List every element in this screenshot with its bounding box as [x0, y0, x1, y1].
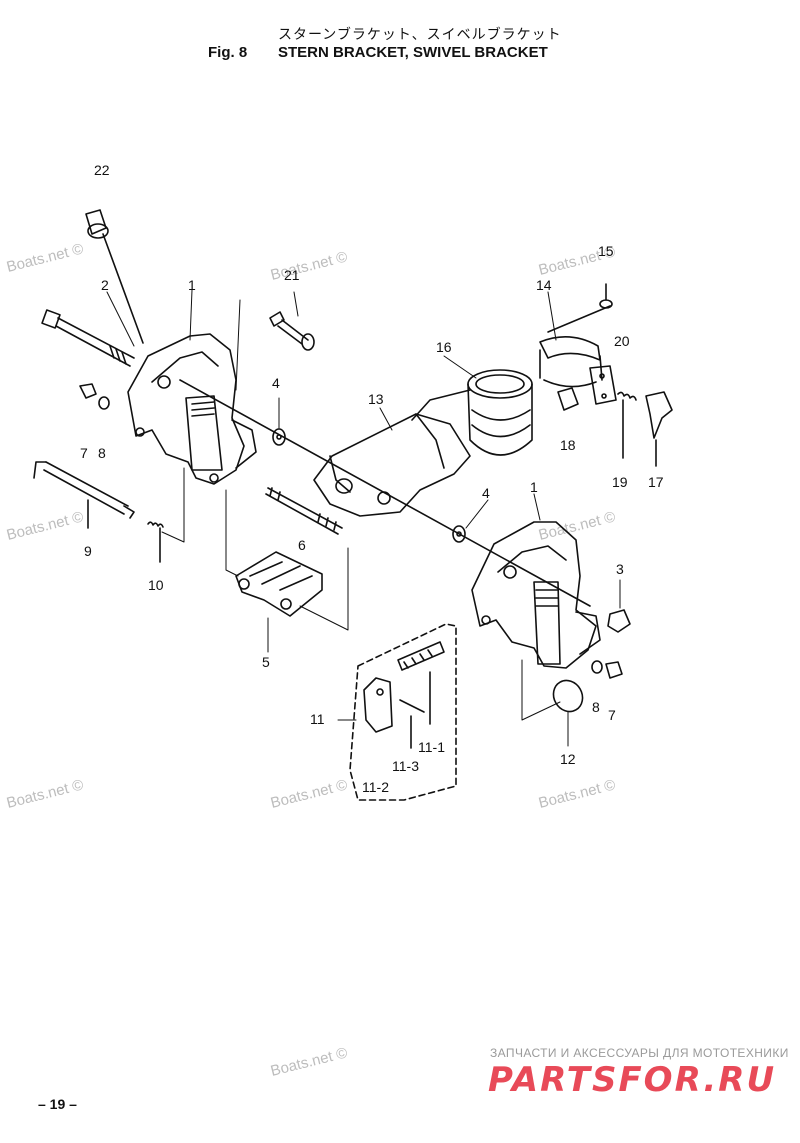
callout-17: 17 — [648, 474, 664, 490]
callout-20: 20 — [614, 333, 630, 349]
part-20-friction-block — [589, 365, 617, 405]
part-18-friction-piece — [557, 387, 579, 411]
figure-number: Fig. 8 — [208, 44, 248, 61]
part-9-tilt-pin — [33, 461, 135, 529]
part-1-stern-bracket-right — [471, 521, 601, 669]
leader-lines — [106, 289, 621, 747]
part-3-nut — [607, 609, 631, 633]
watermark: Boats.net © — [5, 508, 85, 544]
part-15-screw — [547, 283, 613, 333]
page-number: – 19 – — [38, 1096, 77, 1112]
part-2-bolt — [41, 309, 135, 367]
callout-5: 5 — [262, 654, 270, 670]
watermark: Boats.net © — [269, 776, 349, 812]
callout-1: 1 — [188, 277, 196, 293]
part-5-tilt-plate — [235, 551, 323, 617]
callout-18: 18 — [560, 437, 576, 453]
part-6-through-bolt — [265, 487, 343, 535]
figure-title-japanese: スターンブラケット、スイベルブラケット — [278, 27, 562, 43]
watermark-group: Boats.net © Boats.net © Boats.net © Boat… — [5, 240, 617, 1080]
callout-4-lower: 4 — [482, 485, 490, 501]
callout-7: 7 — [80, 445, 88, 461]
part-11-tilt-lock-assembly — [349, 623, 457, 801]
callout-10: 10 — [148, 577, 164, 593]
figure-title-english: STERN BRACKET, SWIVEL BRACKET — [278, 44, 548, 61]
part-8-7-washer-nut-right — [591, 660, 623, 679]
callout-16: 16 — [436, 339, 452, 355]
watermark: Boats.net © — [269, 248, 349, 284]
part-shaft-axis — [179, 379, 591, 607]
watermark: Boats.net © — [269, 1044, 349, 1080]
callout-4: 4 — [272, 375, 280, 391]
part-7-8-nut-washer-left — [79, 383, 110, 410]
callout-19: 19 — [612, 474, 628, 490]
callout-13: 13 — [368, 391, 384, 407]
part-19-spring — [617, 391, 637, 459]
alignment-lines — [161, 299, 561, 721]
callout-3: 3 — [616, 561, 624, 577]
watermark: Boats.net © — [5, 776, 85, 812]
callout-labels: 22 2 1 21 15 14 16 20 4 7 8 13 18 19 17 … — [80, 162, 664, 795]
callout-11-2: 11-2 — [362, 779, 389, 795]
callout-8: 8 — [98, 445, 106, 461]
part-22-grease-nipple — [85, 209, 144, 344]
callout-21: 21 — [284, 267, 300, 283]
callout-22: 22 — [94, 162, 110, 178]
callout-1-right: 1 — [530, 479, 538, 495]
watermark: Boats.net © — [537, 776, 617, 812]
callout-9: 9 — [84, 543, 92, 559]
callout-15: 15 — [598, 243, 614, 259]
callout-11: 11 — [310, 711, 325, 727]
callout-6: 6 — [298, 537, 306, 553]
promo-tagline: ЗАПЧАСТИ И АКСЕССУАРЫ ДЛЯ МОТОТЕХНИКИ — [490, 1046, 789, 1060]
part-4-washer-lower — [452, 525, 466, 543]
callout-11-3: 11-3 — [392, 758, 419, 774]
callout-14: 14 — [536, 277, 552, 293]
part-17-knob — [645, 391, 673, 467]
promo-logo: PARTSFOR.RU — [488, 1060, 777, 1100]
callout-11-1: 11-1 — [418, 739, 445, 755]
callout-12: 12 — [560, 751, 576, 767]
part-1-stern-bracket-left — [127, 333, 257, 485]
watermark: Boats.net © — [5, 240, 85, 276]
callout-7-right: 7 — [608, 707, 616, 723]
part-21-bolt — [269, 311, 315, 351]
watermark: Boats.net © — [537, 508, 617, 544]
part-16-swivel-tube — [467, 369, 533, 456]
part-12-disc — [552, 679, 584, 713]
callout-2: 2 — [101, 277, 109, 293]
callout-8-right: 8 — [592, 699, 600, 715]
part-10-spring — [147, 521, 164, 563]
figure-title: Fig. 8 STERN BRACKET, SWIVEL BRACKET — [208, 44, 548, 61]
part-14-steering-clamp — [539, 336, 603, 388]
